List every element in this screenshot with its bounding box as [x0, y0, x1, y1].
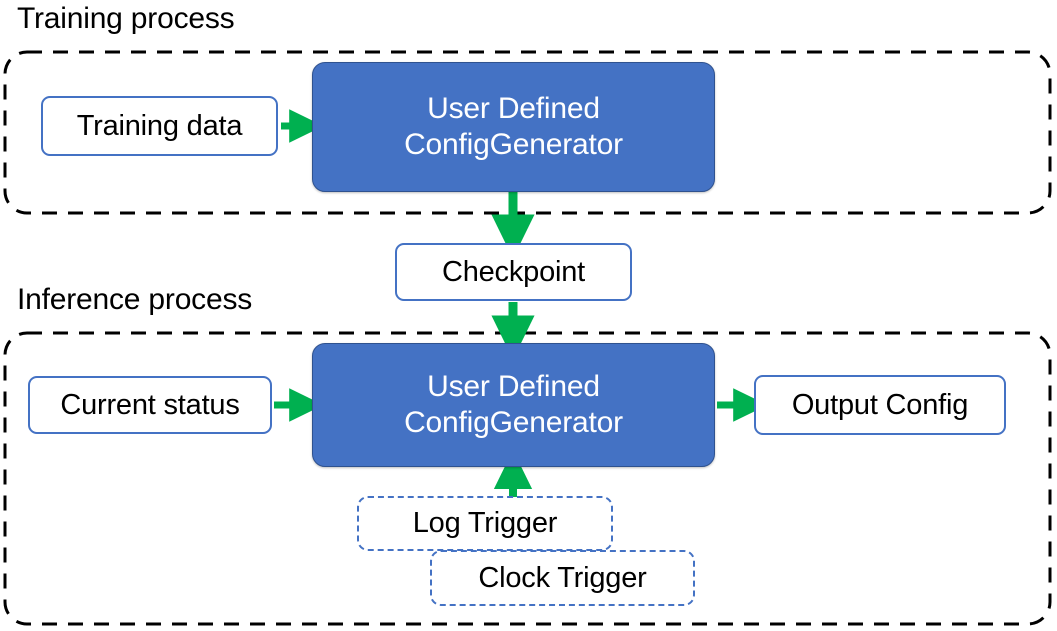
node-inference-config-generator-line1: User Defined [427, 370, 600, 403]
node-output-config[interactable]: Output Config [754, 375, 1006, 435]
training-process-title: Training process [17, 2, 235, 35]
node-clock-trigger[interactable]: Clock Trigger [430, 550, 695, 606]
node-inference-config-generator-line2: ConfigGenerator [404, 406, 623, 439]
node-checkpoint[interactable]: Checkpoint [395, 243, 632, 301]
node-training-config-generator[interactable]: User Defined ConfigGenerator [312, 62, 715, 192]
node-log-trigger[interactable]: Log Trigger [357, 496, 613, 551]
node-training-config-generator-line1: User Defined [427, 92, 600, 125]
node-training-config-generator-line2: ConfigGenerator [404, 128, 623, 161]
node-training-data[interactable]: Training data [41, 96, 278, 156]
node-inference-config-generator[interactable]: User Defined ConfigGenerator [312, 343, 715, 467]
inference-process-title: Inference process [17, 283, 253, 316]
node-current-status[interactable]: Current status [28, 376, 272, 434]
